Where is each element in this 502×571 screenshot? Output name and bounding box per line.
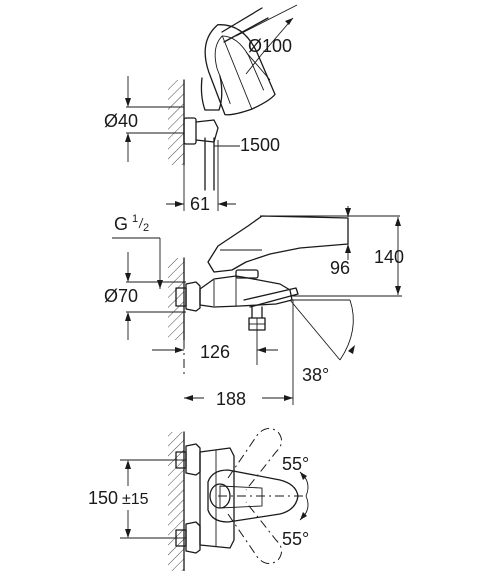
dim-thread-letter: G [114, 214, 128, 234]
lever-ghost-upper [227, 428, 282, 491]
dim-thread-num: 1 [132, 213, 138, 225]
dim-escutcheon-diameter: Ø70 [104, 286, 138, 306]
dim-angle-upper: 55° [282, 454, 309, 474]
top-body [199, 447, 235, 549]
spout [243, 287, 299, 308]
dim-holder-diameter: Ø40 [104, 111, 138, 131]
mixer-body [199, 275, 293, 308]
dim-angle-lower: 55° [282, 529, 309, 549]
hand-shower-view: Ø100 Ø40 1500 61 [104, 4, 298, 214]
upper-escutcheon [185, 443, 201, 476]
dim-spout-126: 126 [200, 342, 230, 362]
dim-spout-angle: 38° [302, 365, 329, 385]
dim-holder-projection: 61 [190, 194, 210, 214]
dim-height-140: 140 [374, 247, 404, 267]
shower-head-face [221, 7, 263, 33]
lower-escutcheon [185, 521, 201, 554]
dim-hose-length: 1500 [240, 135, 280, 155]
dim-thread-den: 2 [143, 222, 149, 234]
dim-centres: 150 [88, 488, 118, 508]
lever-cap [209, 483, 231, 509]
dim-depth-188: 188 [216, 389, 246, 409]
mixer-side-view: G 1 2 Ø70 96 140 126 [104, 206, 404, 409]
lever-handle [207, 215, 349, 273]
wall-holder [183, 117, 197, 145]
lever-ghost-lower [227, 501, 282, 564]
dim-height-96: 96 [330, 258, 350, 278]
diverter-knob [235, 269, 259, 279]
mixer-top-view: 55° 55° 150 ±15 [88, 428, 309, 571]
wall-hatch-3 [168, 432, 184, 571]
shower-handle [200, 75, 223, 111]
wall-hatch-1 [168, 80, 184, 165]
escutcheon [185, 281, 201, 312]
shower-head [204, 24, 276, 116]
dim-centres-tolerance: ±15 [122, 491, 149, 508]
dim-head-diameter: Ø100 [248, 36, 292, 56]
